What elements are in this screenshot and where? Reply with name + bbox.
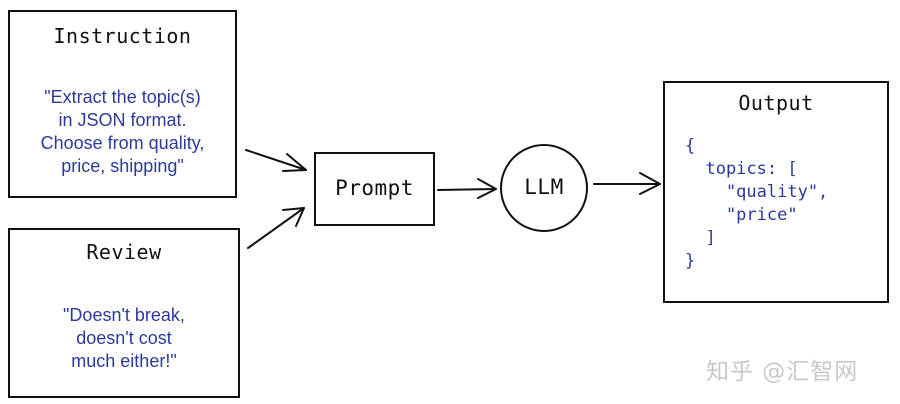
instruction-line: Choose from quality, (40, 133, 205, 153)
arrow-prompt-to-llm-head (477, 178, 497, 199)
output-title: Output (738, 91, 814, 115)
arrow-llm-to-output-head (639, 172, 661, 195)
arrow-instruction-to-prompt (245, 149, 307, 171)
instruction-line: "Extract the topic(s) (44, 87, 201, 107)
arrow-review-to-prompt-head (282, 207, 305, 227)
instruction-box: Instruction "Extract the topic(s) in JSO… (8, 10, 237, 198)
arrow-prompt-to-llm (437, 188, 497, 191)
arrow-instruction-to-prompt-head (282, 153, 307, 172)
instruction-line: price, shipping" (61, 156, 184, 176)
output-box: Output { topics: [ "quality", "price" ] … (663, 81, 889, 303)
watermark: 知乎 @汇智网 (706, 359, 859, 385)
review-title: Review (86, 240, 162, 264)
instruction-line: in JSON format. (58, 110, 187, 130)
review-box: Review "Doesn't break, doesn't cost much… (8, 228, 240, 398)
review-line: "Doesn't break, (63, 305, 185, 325)
prompt-box: Prompt (314, 152, 435, 226)
review-line: much either!" (71, 351, 177, 371)
prompt-label: Prompt (335, 176, 414, 200)
output-json-code: { topics: [ "quality", "price" ] } (685, 136, 829, 271)
review-text: "Doesn't break, doesn't cost much either… (10, 304, 238, 373)
arrow-review-to-prompt (247, 207, 305, 249)
llm-label: LLM (524, 175, 564, 199)
review-line: doesn't cost (76, 328, 172, 348)
instruction-title: Instruction (53, 24, 192, 48)
instruction-text: "Extract the topic(s) in JSON format. Ch… (10, 86, 235, 178)
llm-node: LLM (500, 144, 588, 232)
